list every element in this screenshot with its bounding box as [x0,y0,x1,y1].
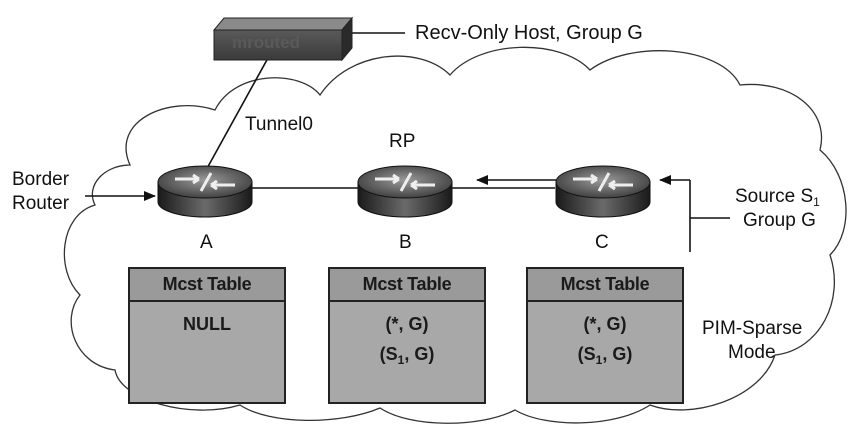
router-b-name: B [399,232,412,253]
host-caption: Recv-Only Host, Group G [415,22,643,44]
router-a-icon [157,165,253,218]
mode-label-line2: Mode [728,342,776,363]
tunnel-label: Tunnel0 [245,114,313,135]
mcst-table-entry: (*, G) [583,314,627,334]
mcst-table-header: Mcst Table [130,269,284,302]
router-c-icon [555,165,651,218]
mcst-table-entry: (*, G) [385,314,429,334]
router-a-name: A [200,232,213,253]
mode-label-line1: PIM-Sparse [702,318,803,339]
host-device-label: mrouted [232,33,300,52]
mcst-table-c: Mcst Table (*, G) (S1, G) [526,267,684,404]
border-router-label-line1: Border [12,169,70,190]
source-label-subscript: 1 [813,195,820,209]
entry-post: , G) [602,344,633,364]
mcst-table-header: Mcst Table [330,269,484,302]
mcst-table-header: Mcst Table [528,269,682,302]
router-c-name: C [595,232,609,253]
source-group-label: Group G [743,210,816,231]
entry-pre: (S [379,344,398,364]
rp-label: RP [389,131,416,152]
mrouted-host-icon [212,16,354,62]
mcst-table-a: Mcst Table NULL [128,267,286,404]
mcst-table-entry: (S1, G) [330,339,484,369]
source-label: Source S1 [735,186,820,213]
router-b-icon [357,165,453,218]
border-router-label-line2: Router [12,193,70,214]
mcst-table-b: Mcst Table (*, G) (S1, G) [328,267,486,404]
source-label-prefix: Source S [735,186,814,207]
entry-sub: 1 [595,353,603,367]
tunnel-link [204,57,269,173]
entry-pre: (S [577,344,596,364]
entry-sub: 1 [397,353,405,367]
mcst-table-entry: NULL [183,314,231,334]
mcst-table-entry: (S1, G) [528,339,682,369]
entry-post: , G) [404,344,435,364]
